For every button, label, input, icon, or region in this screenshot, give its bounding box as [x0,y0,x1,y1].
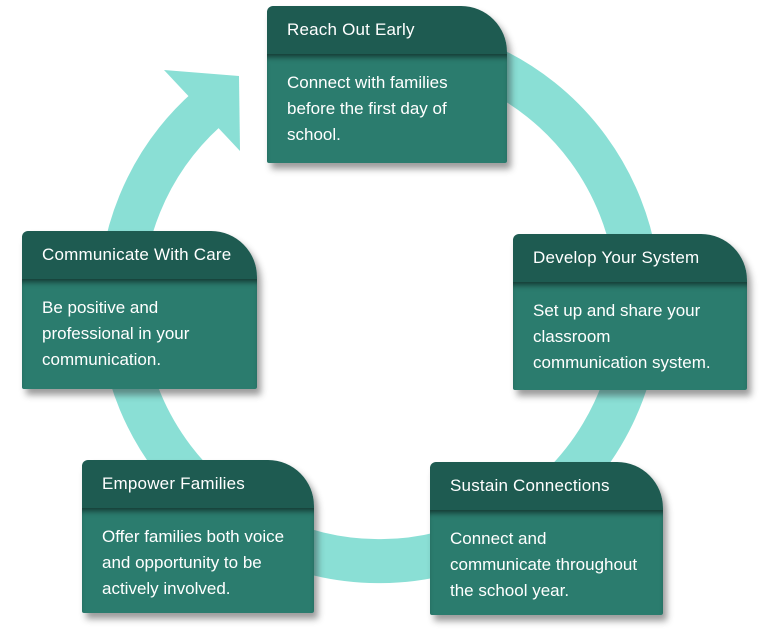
step-title-bar: Reach Out Early [267,6,507,54]
step-card-empower-families: Empower Families Offer families both voi… [82,460,314,613]
step-description: Set up and share your classroom communic… [533,301,711,372]
step-card-sustain-connections: Sustain Connections Connect and communic… [430,462,663,615]
step-card-communicate-with-care: Communicate With Care Be positive and pr… [22,231,257,389]
step-title-bar: Communicate With Care [22,231,257,279]
step-title: Sustain Connections [450,476,610,495]
step-body: Connect and communicate throughout the s… [430,510,663,615]
step-title-bar: Empower Families [82,460,314,508]
step-description: Offer families both voice and opportunit… [102,527,285,598]
step-card-reach-out-early: Reach Out Early Connect with families be… [267,6,507,163]
step-body: Be positive and professional in your com… [22,279,257,389]
step-body: Connect with families before the first d… [267,54,507,163]
step-description: Connect with families before the first d… [287,73,448,144]
step-title: Empower Families [102,474,246,493]
step-body: Set up and share your classroom communic… [513,282,747,390]
step-title-bar: Develop Your System [513,234,747,282]
step-title: Reach Out Early [287,20,415,39]
cycle-arrowhead-icon [164,70,240,151]
step-description: Be positive and professional in your com… [42,298,190,369]
step-title-bar: Sustain Connections [430,462,663,510]
step-title: Communicate With Care [42,245,232,264]
step-card-develop-your-system: Develop Your System Set up and share you… [513,234,747,390]
step-body: Offer families both voice and opportunit… [82,508,314,613]
step-description: Connect and communicate throughout the s… [450,529,638,600]
step-title: Develop Your System [533,248,700,267]
